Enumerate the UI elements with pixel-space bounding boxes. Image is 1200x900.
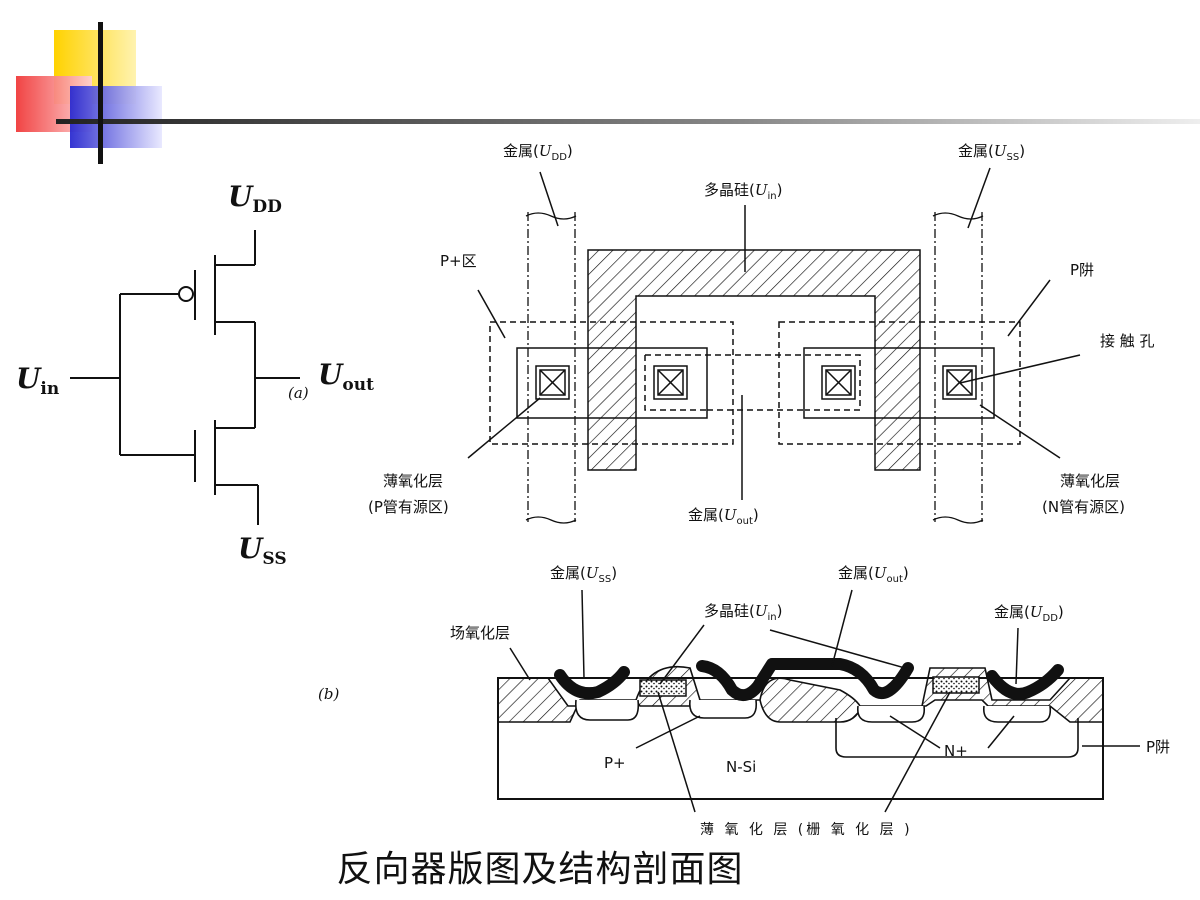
layout-label-poly-in: 多晶硅(Uin) (704, 181, 783, 202)
metal-out-section (696, 658, 914, 702)
figure-caption: 反向器版图及结构剖面图 (336, 849, 744, 890)
layout-label-p-region: P+区 (440, 252, 477, 270)
section-label-p-plus: P+ (604, 754, 626, 772)
metal-vss-strip (932, 212, 984, 524)
poly-gate-right (932, 676, 980, 694)
cross-section (497, 589, 1140, 813)
p-well-section (835, 718, 1079, 758)
metal-vss-section (554, 666, 630, 700)
section-leader-lines (509, 589, 1140, 813)
layout-leader-lines (467, 167, 1081, 500)
layout-top-view (467, 167, 1081, 524)
section-label-metal-vss: 金属(USS) (550, 564, 617, 585)
inverter-schematic (70, 230, 300, 525)
polysilicon-gate (587, 249, 921, 471)
layout-label-n-active: (N管有源区) (1042, 498, 1125, 516)
section-label-field-oxide: 场氧化层 (450, 624, 510, 642)
figure-tag-b: (b) (318, 685, 339, 703)
metal-vdd-strip (525, 212, 577, 524)
layout-label-metal-vss: 金属(USS) (958, 142, 1025, 163)
layout-label-p-active: (P管有源区) (368, 498, 449, 516)
layout-label-thin-oxide-left: 薄氧化层 (383, 472, 443, 490)
section-label-gate-oxide: 薄 氧 化 层 (栅 氧 化 层 ) (700, 822, 913, 838)
poly-gate-left (639, 679, 687, 697)
layout-label-thin-oxide-right: 薄氧化层 (1060, 472, 1120, 490)
layout-label-metal-vdd: 金属(UDD) (503, 142, 573, 163)
section-label-metal-out: 金属(Uout) (838, 564, 909, 585)
header-decoration (16, 22, 1200, 164)
section-label-poly-in: 多晶硅(Uin) (704, 602, 783, 623)
section-label-p-well: P阱 (1146, 738, 1170, 756)
layout-label-p-well: P阱 (1070, 261, 1094, 279)
section-label-n-plus: N+ (944, 742, 968, 760)
vout-label: Uout (318, 358, 374, 395)
contact-holes (535, 365, 977, 400)
vin-label: Uin (16, 362, 59, 399)
section-label-n-si: N-Si (726, 758, 756, 776)
layout-label-metal-out: 金属(Uout) (688, 506, 759, 527)
layout-label-contact: 接 触 孔 (1100, 332, 1155, 350)
metal-out-path (644, 354, 861, 411)
metal-vdd-section (986, 664, 1064, 700)
vdd-label: UDD (228, 180, 282, 217)
vss-label: USS (238, 532, 287, 569)
section-label-metal-vdd: 金属(UDD) (994, 603, 1064, 624)
figure-tag-a: (a) (288, 384, 309, 402)
